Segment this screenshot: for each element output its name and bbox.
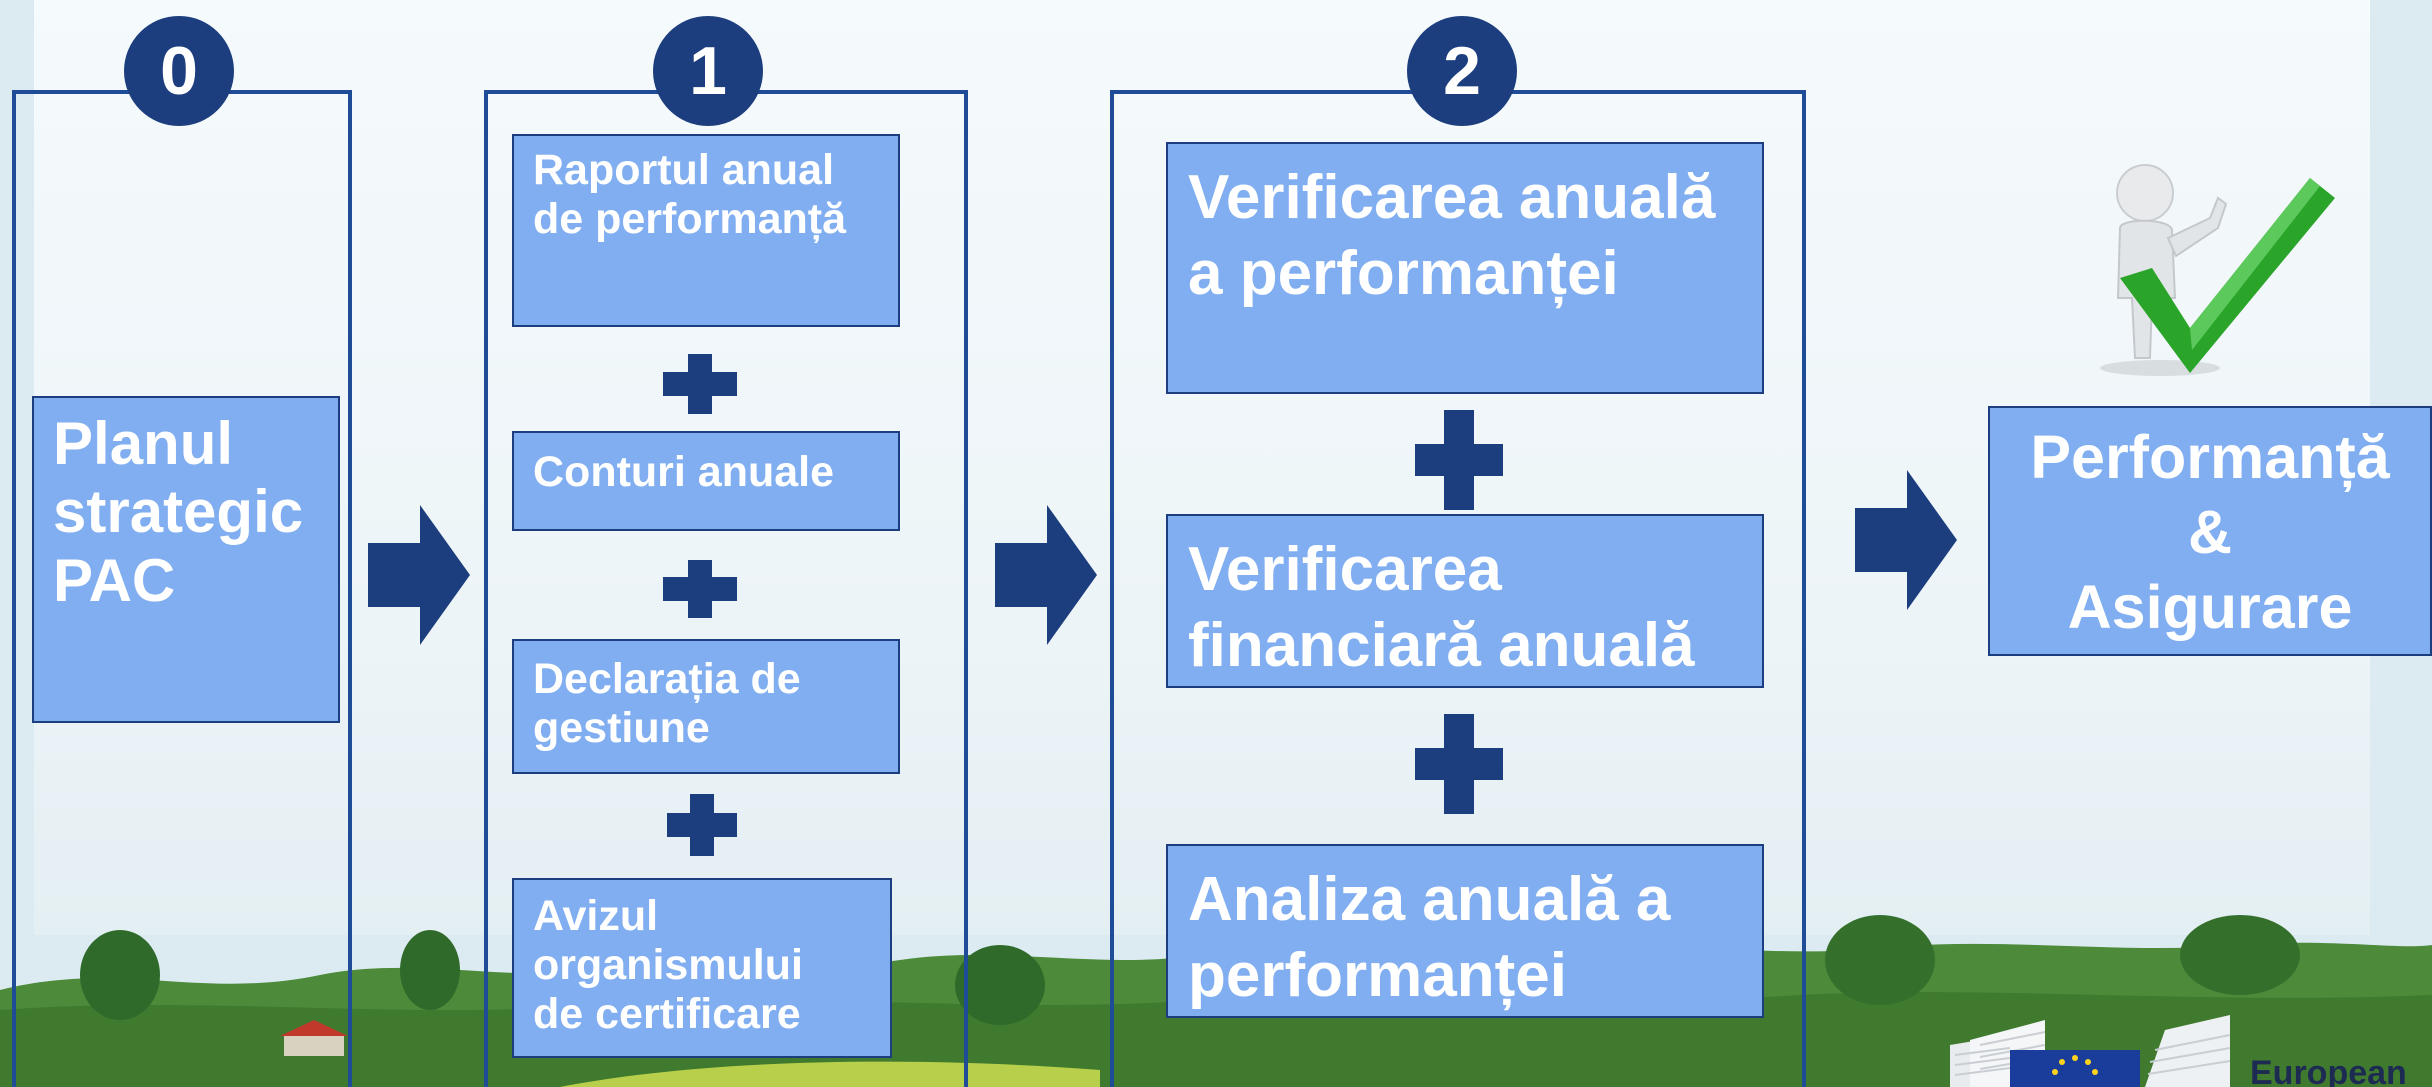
box-raportul-anual: Raportul anual de performanță — [512, 134, 900, 327]
stage-0-number-badge: 0 — [124, 16, 234, 126]
box-declaratia-de-gestiune: Declarația de gestiune — [512, 639, 900, 774]
box-avizul-organismului: Avizul organismului de certificare — [512, 878, 892, 1058]
right-arrow-icon — [995, 505, 1097, 645]
right-arrow-icon — [1855, 470, 1957, 610]
box-verificarea-anuala-performanta: Verificarea anuală a performanței — [1166, 142, 1764, 394]
stage-2-number-badge: 2 — [1407, 16, 1517, 126]
plus-icon — [667, 794, 737, 856]
plus-icon — [1415, 714, 1503, 814]
plus-icon — [663, 560, 737, 618]
plus-icon — [663, 354, 737, 414]
box-verificarea-financiara: Verificarea financiară anuală — [1166, 514, 1764, 688]
right-arrow-icon — [368, 505, 470, 645]
european-commission-logo — [1950, 1015, 2231, 1087]
european-logo-text: European — [2250, 1054, 2407, 1087]
box-planul-strategic-pac: Planul strategic PAC — [32, 396, 340, 723]
box-conturi-anuale: Conturi anuale — [512, 431, 900, 531]
stage-1-number-badge: 1 — [653, 16, 763, 126]
person-checkmark-icon — [2100, 164, 2335, 376]
box-performanta-asigurare: Performanță & Asigurare — [1988, 406, 2432, 656]
box-analiza-anuala: Analiza anuală a performanței — [1166, 844, 1764, 1018]
plus-icon — [1415, 410, 1503, 510]
